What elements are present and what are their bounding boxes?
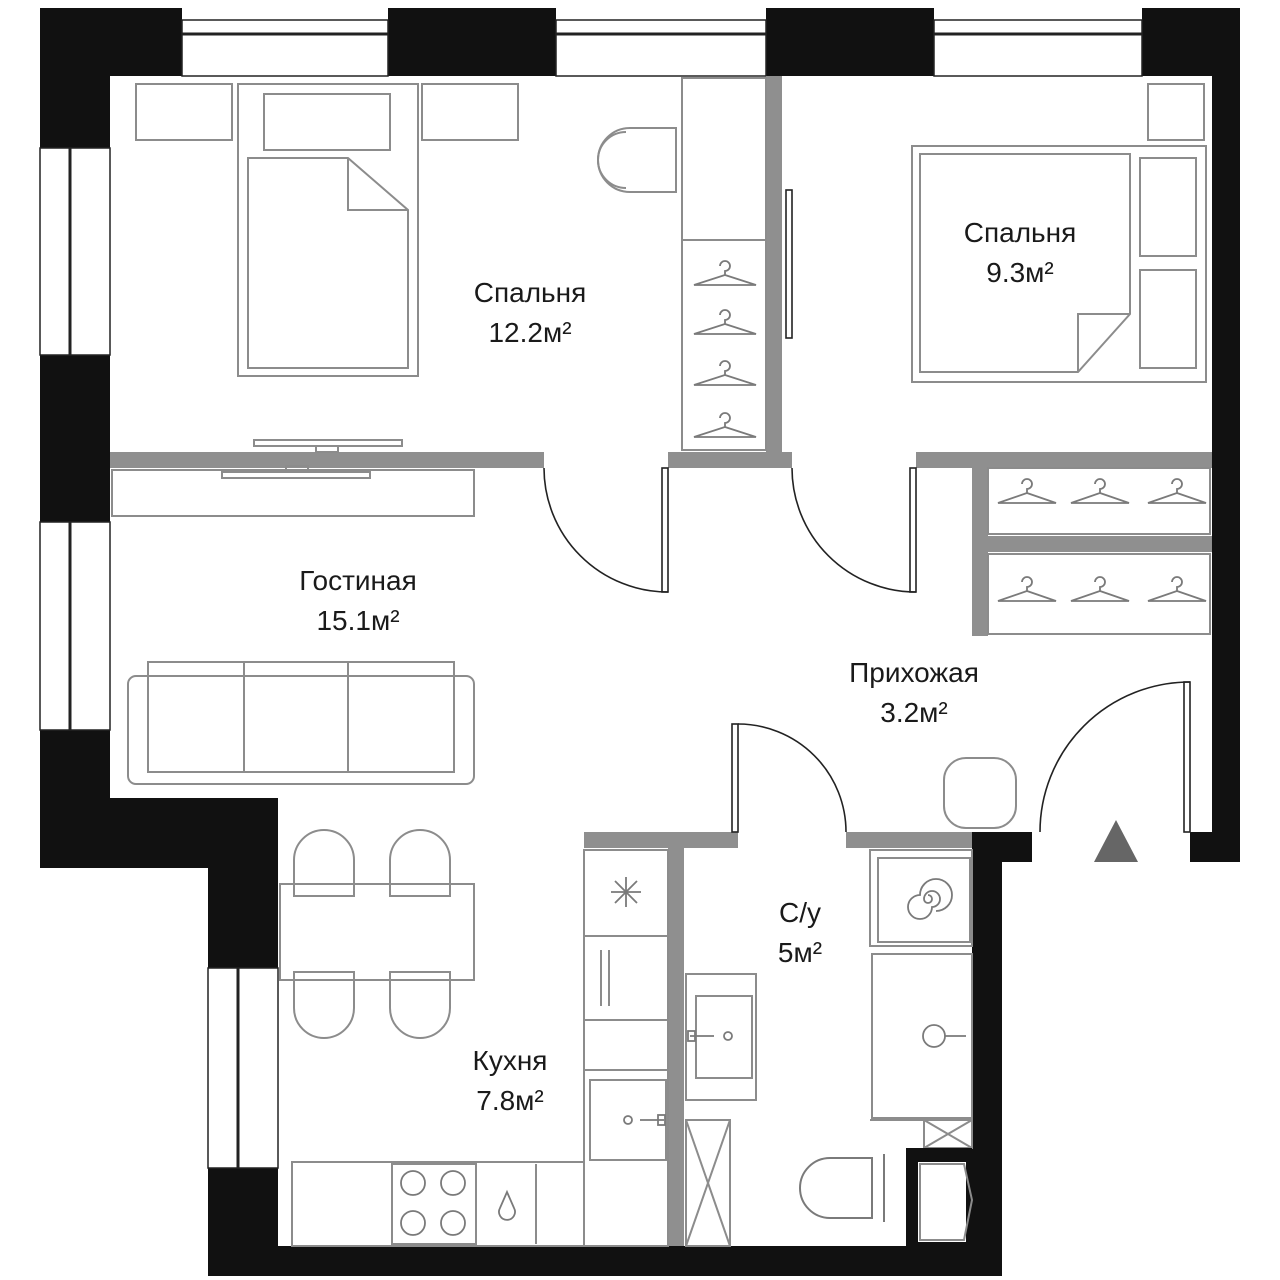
wardrobe [681,77,767,451]
hallway-area: 3.2м² [880,697,948,728]
kitchen-column [583,849,669,1247]
double-bed [237,83,419,377]
bathroom-furniture [685,849,974,1247]
room-labels: Спальня 12.2м² Спальня 9.3м² Гостиная 15… [299,217,1076,1116]
kitchen-furniture [279,829,669,1247]
dining-table [279,883,475,981]
shower-tray [685,1119,731,1247]
hallway-wardrobes [943,467,1211,829]
windows [39,19,1143,1169]
hallway-name: Прихожая [849,657,979,688]
tv-stand [111,469,475,517]
living-room-furniture [111,465,475,785]
bedroom-2-furniture [911,83,1207,383]
bed [911,145,1207,383]
stove-burners-icon [400,1170,466,1236]
sofa [127,675,475,785]
entrance-arrow-icon [1094,820,1138,862]
exterior-walls [40,8,1240,1276]
bedroom-2-name: Спальня [964,217,1077,248]
bedroom-1-furniture [135,77,767,453]
bathroom-area: 5м² [778,937,822,968]
bedroom-2-area: 9.3м² [986,257,1054,288]
doors [543,189,1191,833]
partitions [110,76,1212,1246]
vanity [685,973,757,1101]
fridge-snowflake-icon [611,877,641,907]
countertop [291,1161,585,1247]
sink-icon [623,1024,966,1126]
living-room-name: Гостиная [299,565,417,596]
toilet-icon [799,1154,885,1222]
pouf [943,757,1017,829]
living-room-area: 15.1м² [316,605,399,636]
bedroom-1-area: 12.2м² [488,317,571,348]
washing-machine-icon [907,878,953,920]
bedroom-1-name: Спальня [474,277,587,308]
faucet-drop-icon [498,1189,516,1221]
hanger-icon [693,260,1207,602]
kitchen-area: 7.8м² [476,1085,544,1116]
bathroom-name: С/у [779,897,821,928]
kitchen-name: Кухня [473,1045,548,1076]
